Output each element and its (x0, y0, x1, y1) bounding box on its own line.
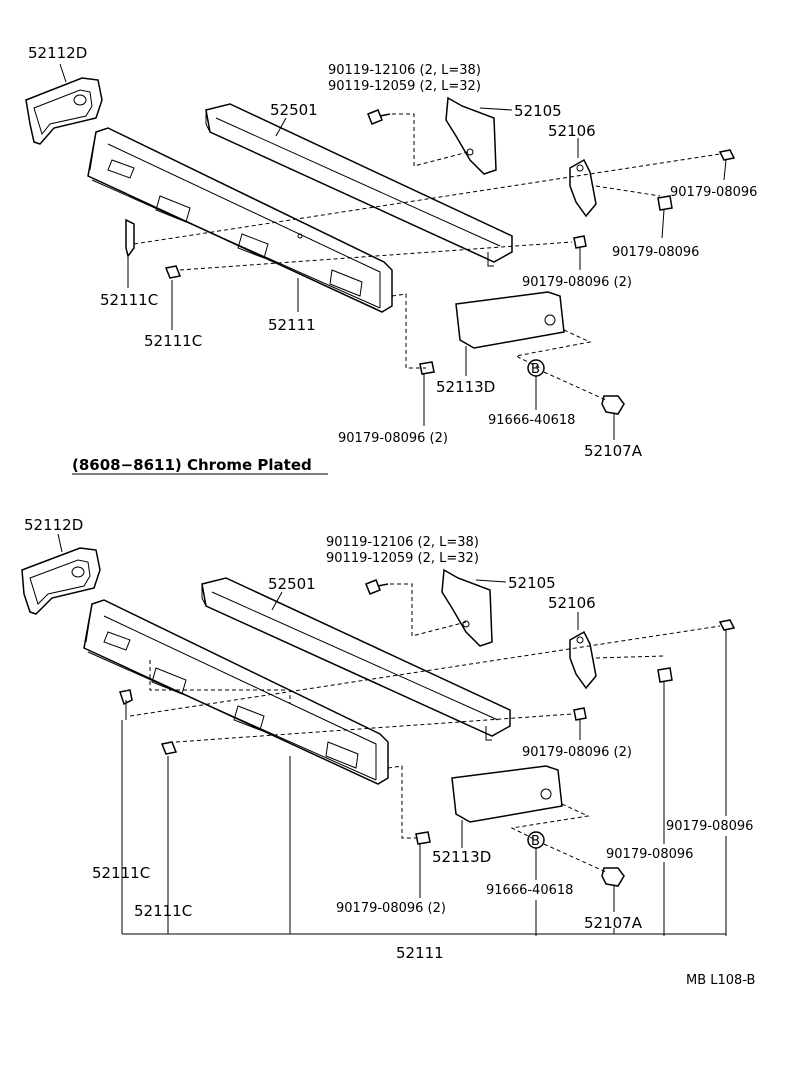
label-91666-40618: 91666-40618 (488, 413, 575, 428)
nut-icon (718, 149, 736, 181)
label-52501: 52501 (268, 575, 316, 593)
nut-icon (657, 195, 673, 239)
bracket-52105 (441, 568, 507, 647)
bracket-52105 (445, 96, 513, 175)
clip-52111c (164, 265, 182, 330)
bumper-extension-52112d (21, 533, 101, 615)
label-nut-90179-a: 90179-08096 (670, 185, 757, 200)
nut-icon (419, 361, 435, 426)
nut-icon (573, 235, 587, 270)
marker-b: B (527, 359, 607, 410)
assembly-bracket-52111 (122, 756, 726, 935)
label-52111c-b: 52111C (144, 332, 202, 350)
diagram-code: MB L108-B (686, 973, 755, 988)
label-52106: 52106 (548, 594, 596, 612)
label-52107a: 52107A (584, 914, 643, 932)
label-nut-90179-b: 90179-08096 (606, 847, 693, 862)
label-52105: 52105 (514, 102, 562, 120)
bumper-side-52113d (451, 765, 590, 848)
nut-icon (573, 707, 587, 740)
label-52501: 52501 (270, 101, 318, 119)
bumper-bar-52111 (87, 127, 393, 313)
bumper-side-52113d (455, 291, 592, 376)
label-52107a: 52107A (584, 442, 643, 460)
label-52106: 52106 (548, 122, 596, 140)
label-52111c-a: 52111C (100, 291, 158, 309)
clip-52111c (160, 741, 178, 934)
label-nut-90179-c: 90179-08096 (2) (522, 275, 632, 290)
bolt-90119 (367, 109, 469, 167)
label-nut-90179-b: 90179-08096 (612, 245, 699, 260)
nut-icon (415, 831, 431, 898)
marker-b: B (527, 831, 607, 936)
reinforcement-52501 (205, 103, 513, 267)
bracket-52106 (569, 612, 597, 690)
label-nut-90179-d: 90179-08096 (2) (336, 901, 446, 916)
label-bolt-90119-12106: 90119-12106 (2, L=38) (326, 535, 479, 550)
nut-icon (657, 667, 673, 936)
label-bolt-90119-12059: 90119-12059 (2, L=32) (328, 79, 481, 94)
label-52111: 52111 (268, 316, 316, 334)
lower-diagram: B 52112D 52501 90119-12106 (2, L=38) 901… (21, 516, 753, 962)
clip-52107a (601, 395, 625, 440)
clip-52107a (601, 867, 625, 912)
label-52105: 52105 (508, 574, 556, 592)
label-52112d: 52112D (28, 44, 87, 62)
section-title: (8608−8611) Chrome Plated (72, 456, 312, 474)
clip-52111c (119, 689, 133, 934)
label-52113d: 52113D (432, 848, 491, 866)
bracket-52106 (569, 138, 597, 218)
nut-icon (718, 619, 736, 936)
label-52111c-b: 52111C (134, 902, 192, 920)
reinforcement-52501 (201, 577, 511, 741)
svg-text:B: B (531, 834, 540, 849)
label-nut-90179-a: 90179-08096 (666, 819, 753, 834)
upper-diagram: B 52112D 52501 90119-12106 (2, L=38) 901… (25, 44, 757, 460)
label-52112d: 52112D (24, 516, 83, 534)
label-52113d: 52113D (436, 378, 495, 396)
label-bolt-90119-12106: 90119-12106 (2, L=38) (328, 63, 481, 78)
label-52111c-a: 52111C (92, 864, 150, 882)
label-nut-90179-d: 90179-08096 (2) (338, 431, 448, 446)
clip-52111c (125, 218, 135, 288)
label-bolt-90119-12059: 90119-12059 (2, L=32) (326, 551, 479, 566)
bumper-bar-52111 (83, 599, 389, 785)
bolt-90119 (365, 579, 467, 637)
bumper-extension-52112d (25, 63, 103, 145)
label-91666-40618: 91666-40618 (486, 883, 573, 898)
label-52111: 52111 (396, 944, 444, 962)
svg-text:B: B (531, 362, 540, 377)
label-nut-90179-c: 90179-08096 (2) (522, 745, 632, 760)
